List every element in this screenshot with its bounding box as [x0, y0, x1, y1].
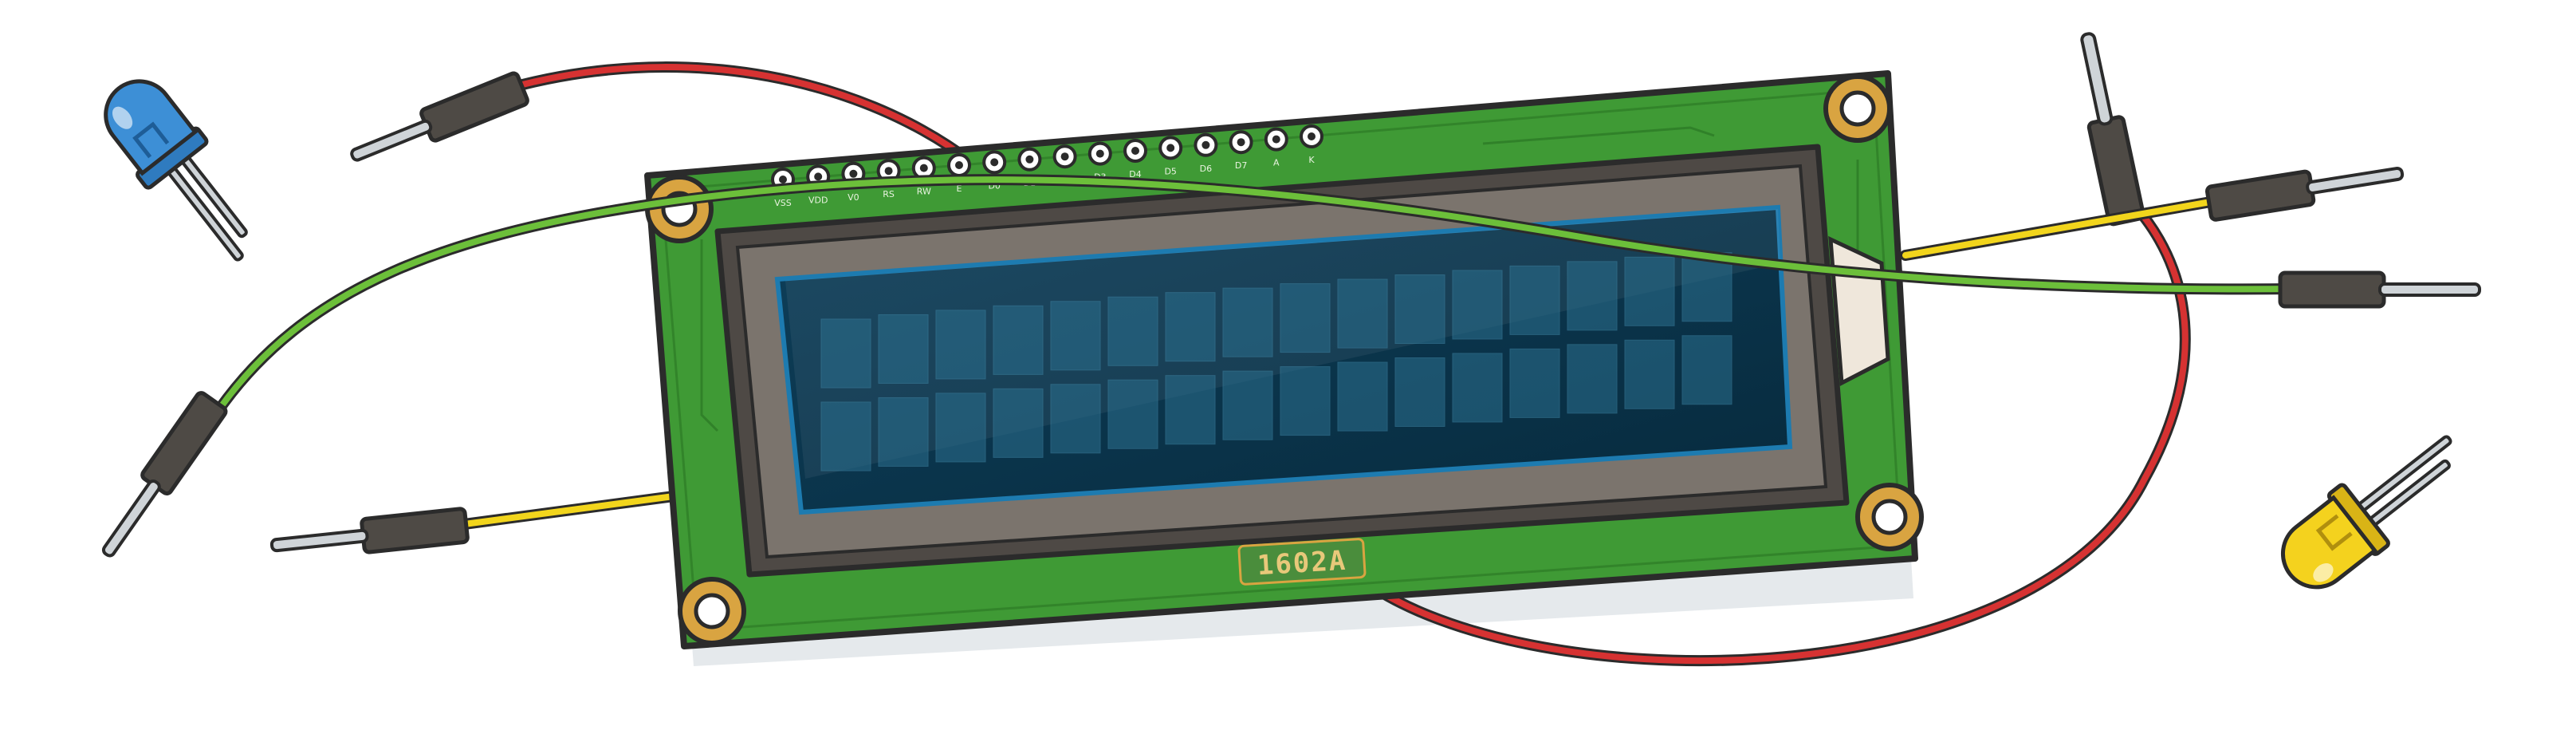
character-cell [1107, 379, 1158, 449]
character-cell [1624, 256, 1675, 326]
character-cell [993, 305, 1044, 375]
character-cell [1509, 348, 1560, 418]
header-pin: RW [911, 156, 936, 197]
character-grid [820, 252, 1732, 472]
pin-label: VSS [774, 198, 792, 208]
character-cell [878, 314, 929, 384]
yellow-led[interactable] [2266, 415, 2478, 604]
red-wire-connector-left [350, 71, 529, 162]
character-cell [1452, 270, 1503, 340]
character-cell [1050, 301, 1101, 371]
header-pin: D6 [1194, 132, 1218, 174]
blue-led[interactable] [88, 65, 277, 278]
character-cell [993, 388, 1044, 458]
character-cell [1337, 361, 1388, 432]
green-jumper-wire[interactable] [92, 174, 2481, 564]
character-cell [820, 401, 871, 472]
mounting-hole-bottom-left [678, 577, 746, 645]
pin-label: D6 [1200, 164, 1212, 174]
character-cell [1452, 353, 1503, 423]
header-pin: D7 [1229, 130, 1253, 171]
pin-label: D4 [1129, 169, 1141, 180]
header-pin: RS [876, 159, 901, 199]
pin-label: D5 [1164, 166, 1176, 176]
character-cell [1222, 370, 1273, 440]
character-cell [1567, 261, 1618, 331]
header-pin: D3 [1087, 141, 1112, 183]
green-wire-connector-left [101, 391, 228, 558]
green-wire-connector-right [2278, 270, 2481, 309]
character-cell [935, 393, 986, 463]
character-cell [1280, 283, 1331, 353]
character-cell [1567, 344, 1618, 414]
character-cell [1509, 265, 1560, 335]
character-cell [878, 397, 929, 467]
model-badge: 1602A [1237, 538, 1367, 586]
character-cell [935, 310, 986, 380]
header-pin: D4 [1123, 139, 1147, 180]
mounting-hole-bottom-right [1855, 483, 1924, 551]
header-pin: K [1300, 124, 1323, 165]
model-label: 1602A [1257, 545, 1348, 582]
yellow-jumper-wire[interactable] [269, 156, 2405, 562]
red-wire-connector-right [2080, 32, 2145, 227]
character-cell [1394, 357, 1445, 427]
character-cell [1107, 296, 1158, 366]
character-cell [1165, 375, 1216, 445]
yellow-wire-connector-right [2204, 166, 2405, 222]
yellow-wire-connector-left [269, 507, 470, 554]
pin-label: RW [917, 187, 931, 197]
character-cell [1280, 366, 1331, 436]
pin-label: D7 [1235, 160, 1247, 171]
pin-label: VDD [808, 195, 828, 205]
header-pin: A [1264, 127, 1288, 168]
character-cell [820, 318, 871, 389]
character-cell [1681, 252, 1732, 322]
pin-label: K [1308, 155, 1315, 165]
ribbon-connector [1828, 235, 1890, 386]
pin-label: A [1273, 158, 1280, 168]
mounting-hole-top-right [1823, 74, 1892, 143]
pin-label: RS [883, 189, 895, 199]
pin-label: E [957, 183, 962, 194]
character-cell [1337, 278, 1388, 349]
pin-label: V0 [848, 192, 859, 203]
character-cell [1681, 335, 1732, 405]
character-cell [1050, 384, 1101, 454]
character-cell [1222, 287, 1273, 357]
character-cell [1394, 274, 1445, 344]
character-cell [1624, 339, 1675, 409]
character-cell [1165, 292, 1216, 362]
header-pin: D5 [1158, 136, 1183, 176]
